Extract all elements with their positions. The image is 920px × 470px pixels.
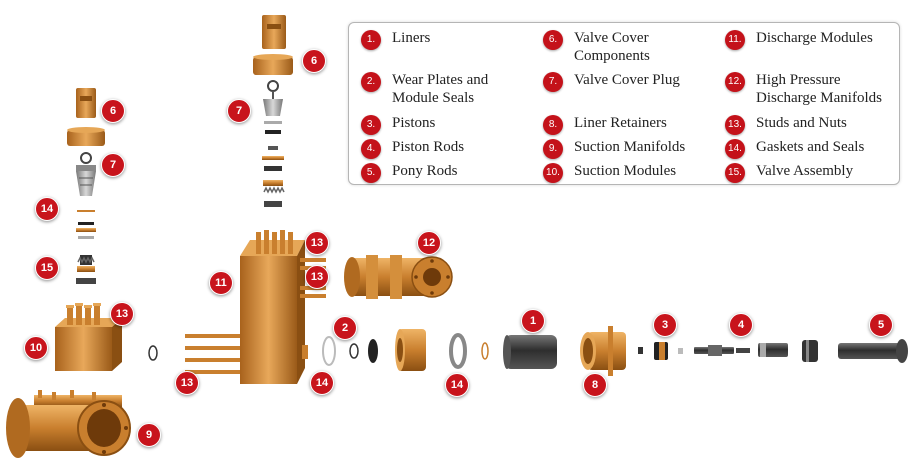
legend-badge: 5. — [361, 163, 381, 183]
legend-item-suction-manifolds: 9. Suction Manifolds — [543, 138, 685, 159]
top-valve-assembly — [262, 146, 285, 207]
legend-badge: 2. — [361, 72, 381, 92]
suction-module — [55, 303, 122, 371]
callout-7-left: 7 — [101, 153, 125, 177]
left-valve-cover — [76, 88, 96, 118]
legend-badge: 14. — [725, 139, 745, 159]
discharge-module — [185, 230, 326, 384]
callout-10: 10 — [24, 336, 48, 360]
legend-item-discharge-modules: 11. Discharge Modules — [725, 29, 873, 50]
pony-rod — [838, 339, 908, 363]
gasket-ring — [449, 333, 467, 369]
left-small-seals — [76, 210, 96, 239]
left-valve-assembly — [76, 255, 96, 284]
legend-badge: 15. — [725, 163, 745, 183]
legend-item-pistons: 3. Pistons — [361, 114, 435, 135]
top-valve-cover — [262, 15, 286, 49]
left-cover-ring — [67, 127, 105, 146]
callout-9: 9 — [137, 423, 161, 447]
legend-item-valve-assembly: 15. Valve Assembly — [725, 162, 853, 183]
liner — [503, 335, 557, 369]
legend-label: Piston Rods — [392, 139, 465, 155]
wear-plate — [322, 336, 336, 366]
parts-legend: 1. Liners 2. Wear Plates and Module Seal… — [348, 22, 900, 185]
callout-5: 5 — [869, 313, 893, 337]
callout-1: 1 — [521, 309, 545, 333]
liner-retainer-left — [395, 329, 426, 371]
legend-badge: 1. — [361, 30, 381, 50]
suction-manifold — [6, 390, 131, 458]
legend-item-studs-and-nuts: 13. Studs and Nuts — [725, 114, 847, 135]
seal-ring — [368, 339, 378, 363]
rod-clamp — [802, 340, 818, 362]
callout-13-mid: 13 — [305, 265, 329, 289]
legend-badge: 11. — [725, 30, 745, 50]
legend-label: Liners — [392, 30, 431, 46]
legend-label: Valve Assembly — [756, 163, 854, 179]
legend-item-gaskets-and-seals: 14. Gaskets and Seals — [725, 138, 864, 159]
legend-item-liners: 1. Liners — [361, 29, 430, 50]
suction-oring — [148, 345, 158, 361]
module-seal — [349, 343, 359, 359]
liner-retainer-right — [580, 326, 626, 376]
callout-6-left: 6 — [101, 99, 125, 123]
callout-15-left: 15 — [35, 256, 59, 280]
legend-item-valve-cover-components: 6. Valve Cover Components — [543, 29, 650, 65]
legend-item-wear-plates: 2. Wear Plates and Module Seals — [361, 71, 488, 107]
callout-7-top: 7 — [227, 99, 251, 123]
callout-14-center: 14 — [310, 371, 334, 395]
legend-badge: 12. — [725, 72, 745, 92]
legend-item-valve-cover-plug: 7. Valve Cover Plug — [543, 71, 680, 92]
callout-13-top: 13 — [305, 231, 329, 255]
legend-badge: 4. — [361, 139, 381, 159]
discharge-manifold — [344, 255, 453, 299]
legend-badge: 10. — [543, 163, 563, 183]
legend-label: Suction Manifolds — [574, 139, 686, 155]
legend-badge: 8. — [543, 115, 563, 135]
callout-3: 3 — [653, 313, 677, 337]
callout-4: 4 — [729, 313, 753, 337]
legend-item-suction-modules: 10. Suction Modules — [543, 162, 676, 183]
callout-12: 12 — [417, 231, 441, 255]
callout-6-top: 6 — [302, 49, 326, 73]
legend-label: Pistons — [392, 115, 436, 131]
callout-8: 8 — [583, 373, 607, 397]
legend-item-liner-retainers: 8. Liner Retainers — [543, 114, 667, 135]
legend-item-pony-rods: 5. Pony Rods — [361, 162, 457, 183]
legend-label: Gaskets and Seals — [756, 139, 865, 155]
legend-badge: 7. — [543, 72, 563, 92]
legend-label: High Pressure Discharge Manifolds — [756, 72, 882, 106]
piston — [638, 342, 683, 360]
legend-label: Wear Plates and Module Seals — [392, 72, 489, 106]
top-cover-plug — [263, 80, 283, 134]
legend-badge: 3. — [361, 115, 381, 135]
legend-item-discharge-manifolds: 12. High Pressure Discharge Manifolds — [725, 71, 882, 107]
callout-13-left: 13 — [110, 302, 134, 326]
callout-13-bottom: 13 — [175, 371, 199, 395]
legend-label: Studs and Nuts — [756, 115, 847, 131]
callout-2: 2 — [333, 316, 357, 340]
legend-item-piston-rods: 4. Piston Rods — [361, 138, 464, 159]
top-cover-ring — [253, 54, 293, 75]
legend-badge: 9. — [543, 139, 563, 159]
legend-label: Pony Rods — [392, 163, 458, 179]
legend-label: Discharge Modules — [756, 30, 873, 46]
small-seal — [481, 342, 489, 360]
legend-label: Liner Retainers — [574, 115, 667, 131]
callout-11: 11 — [209, 271, 233, 295]
left-cover-plug — [76, 152, 96, 196]
legend-label: Valve Cover Plug — [574, 72, 680, 88]
legend-label: Suction Modules — [574, 163, 677, 179]
legend-label: Valve Cover Components — [574, 30, 650, 64]
callout-14-left: 14 — [35, 197, 59, 221]
callout-14-right: 14 — [445, 373, 469, 397]
legend-badge: 13. — [725, 115, 745, 135]
legend-badge: 6. — [543, 30, 563, 50]
piston-rod — [694, 343, 788, 357]
